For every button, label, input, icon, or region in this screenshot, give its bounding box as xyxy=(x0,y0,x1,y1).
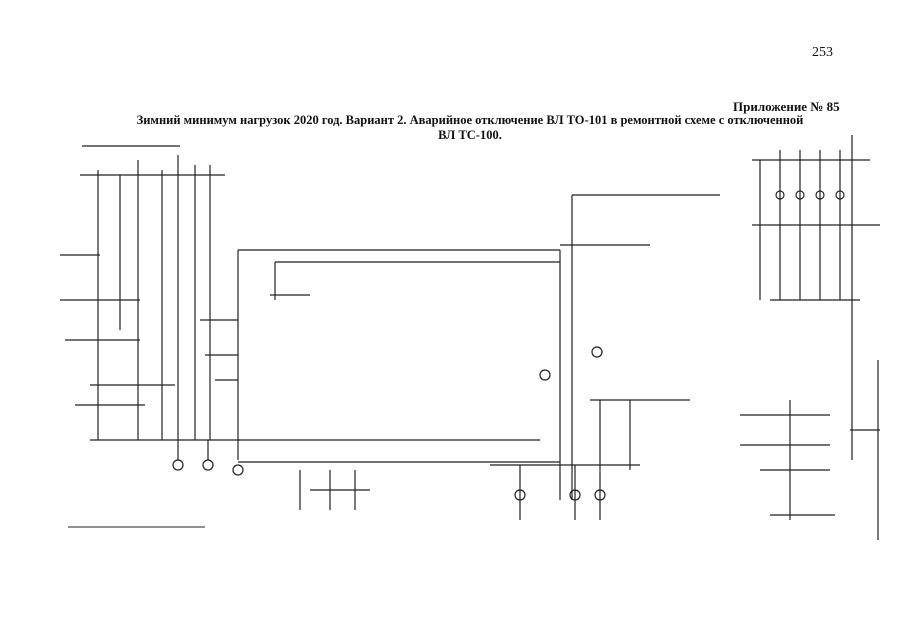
breaker-symbol-3 xyxy=(815,190,825,200)
center-section xyxy=(200,194,720,510)
generator-symbol-2 xyxy=(202,459,214,471)
right-lower-section xyxy=(490,399,690,520)
page-number: 253 xyxy=(812,45,833,60)
generator-symbol-1 xyxy=(172,459,184,471)
left-section xyxy=(60,145,240,471)
breaker-symbol-4 xyxy=(835,190,845,200)
transformer-symbol-1 xyxy=(539,369,551,381)
title-line-2: ВЛ ТС-100. xyxy=(438,128,502,142)
title-line-1: Зимний минимум нагрузок 2020 год. Вариан… xyxy=(136,113,804,127)
breaker-symbol-2 xyxy=(795,190,805,200)
generator-symbol-4 xyxy=(514,489,526,501)
appendix-label: Приложение № 85 xyxy=(733,99,840,114)
right-section xyxy=(740,135,880,540)
generator-symbol-6 xyxy=(594,489,606,501)
transformer-symbol-2 xyxy=(591,346,603,358)
generator-symbol-5 xyxy=(569,489,581,501)
generator-symbol-3 xyxy=(232,464,244,476)
diagram-title: Зимний минимум нагрузок 2020 год. Вариан… xyxy=(110,113,830,143)
breaker-symbol-1 xyxy=(775,190,785,200)
